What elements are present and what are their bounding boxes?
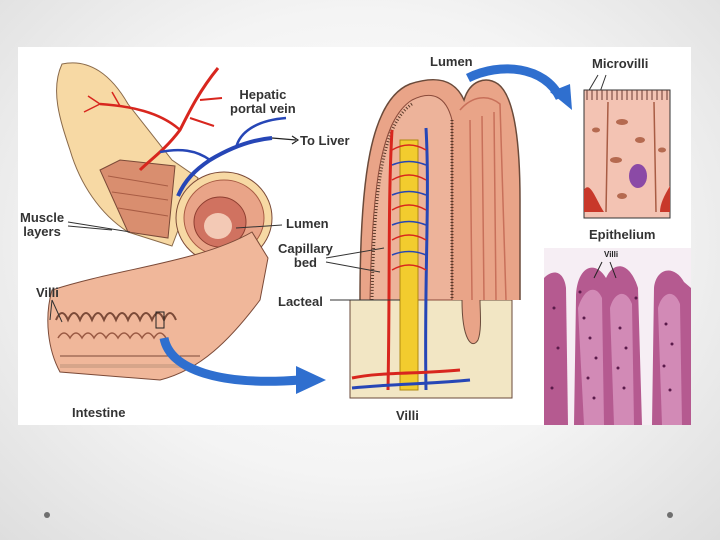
- label-villi-bottom: Villi: [396, 408, 419, 423]
- label-muscle-layers: Muscle layers: [20, 210, 65, 239]
- slide-bullet-right: [667, 512, 673, 518]
- label-capillary-bed: Capillary bed: [278, 241, 333, 270]
- label-villi-left: Villi: [36, 285, 59, 300]
- label-villi-micrograph: Villi: [604, 250, 619, 259]
- label-leader-lines: [49, 74, 607, 323]
- label-lacteal: Lacteal: [278, 294, 323, 309]
- epithelium-cell-view: [583, 89, 671, 219]
- villus-cross-section: [349, 78, 521, 399]
- label-lumen-top: Lumen: [430, 54, 473, 69]
- label-epithelium: Epithelium: [589, 227, 656, 242]
- blood-vessels: [83, 67, 300, 197]
- label-microvilli: Microvilli: [592, 56, 649, 71]
- magnify-arrows: [159, 64, 572, 394]
- label-hepatic-portal-vein: Hepatic portal vein: [230, 87, 296, 116]
- label-intestine: Intestine: [72, 405, 126, 420]
- intestine-tube: [47, 62, 273, 381]
- micrograph-image: [544, 248, 691, 425]
- slide-bullet-left: [44, 512, 50, 518]
- label-lumen-left: Lumen: [286, 216, 329, 231]
- villi-micrograph: [544, 248, 691, 425]
- label-to-liver: To Liver: [300, 133, 350, 148]
